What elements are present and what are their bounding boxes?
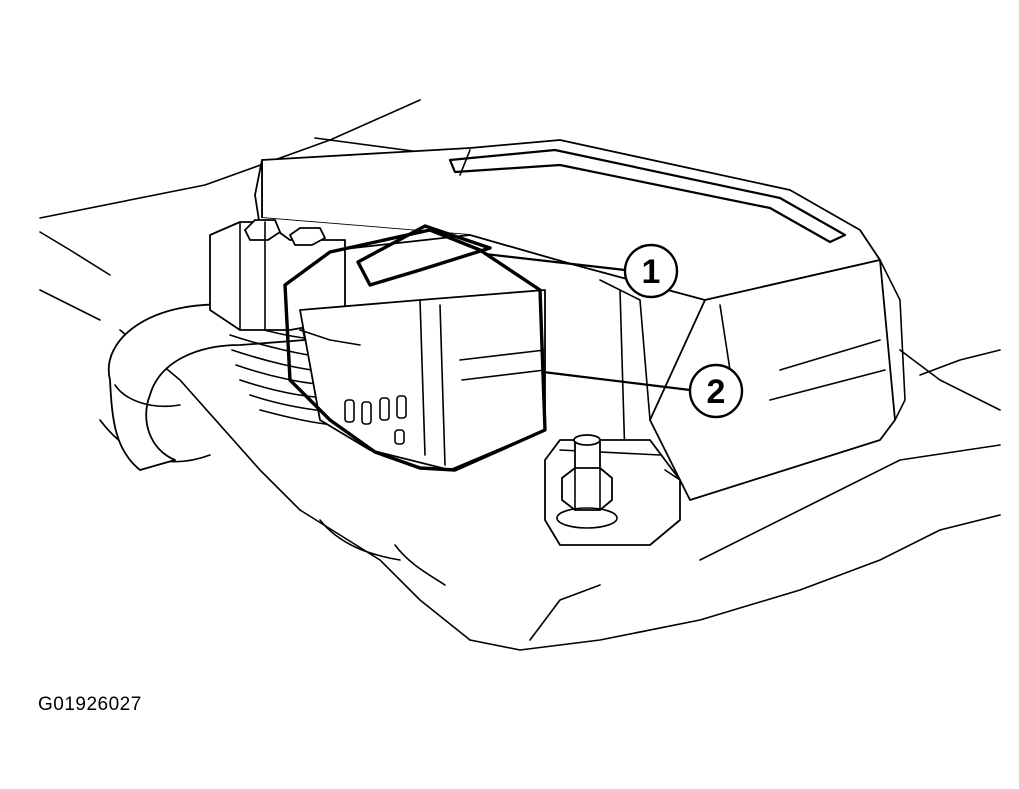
callout-2: 2 [688,363,744,419]
connector-body [209,219,546,471]
callout-2-number: 2 [707,373,726,411]
connector-highlight-outline [283,224,547,472]
leader-lines [483,252,692,392]
callout-1-number: 1 [642,253,661,291]
figure-id-label: G01926027 [38,694,142,715]
module-housing [254,139,906,546]
callout-1: 1 [623,243,679,299]
